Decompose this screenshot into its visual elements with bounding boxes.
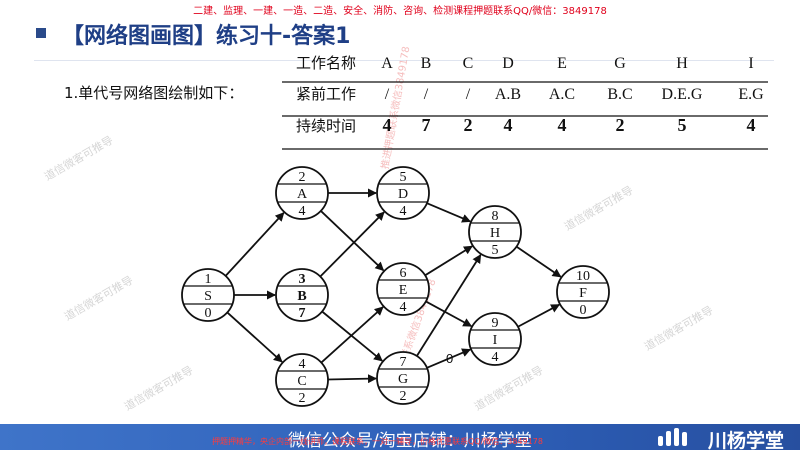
node-number: 8 bbox=[492, 209, 499, 224]
node-name: I bbox=[493, 333, 498, 348]
edge-arrow-n8-n10 bbox=[515, 245, 562, 278]
table-cell: A bbox=[381, 55, 393, 72]
node-duration: 0 bbox=[205, 306, 212, 321]
edge-arrow-n9-n10 bbox=[517, 303, 561, 328]
node-number: 6 bbox=[400, 266, 407, 281]
table-cell: 4 bbox=[558, 115, 567, 135]
table-cell: 2 bbox=[616, 115, 625, 135]
node-name: S bbox=[204, 289, 212, 304]
table-cell: / bbox=[385, 86, 390, 103]
edge-arrow-n2-n6 bbox=[320, 210, 385, 272]
promo-banner: 二建、监理、一建、一造、二造、安全、消防、咨询、检测课程押题联系QQ/微信：38… bbox=[193, 6, 607, 17]
table-cell: / bbox=[466, 86, 471, 103]
node-e: 6E 4 bbox=[376, 262, 430, 316]
node-number: 2 bbox=[299, 170, 306, 185]
node-duration: 4 bbox=[299, 204, 306, 219]
node-number: 3 bbox=[299, 272, 306, 287]
node-number: 1 bbox=[205, 272, 212, 287]
node-a: 2A 4 bbox=[275, 166, 329, 220]
table-cell: I bbox=[748, 55, 753, 72]
node-duration: 0 bbox=[580, 303, 587, 318]
table-cell: B bbox=[421, 55, 432, 72]
node-name: C bbox=[297, 374, 306, 389]
table-cell: 4 bbox=[747, 115, 756, 135]
node-number: 9 bbox=[492, 316, 499, 331]
table-cell: E bbox=[557, 55, 567, 72]
footer-main-text: 微信公众号/淘宝店铺：川杨学堂 bbox=[288, 431, 532, 451]
node-s: 1S 0 bbox=[181, 268, 235, 322]
edge-arrow-n7-n9 bbox=[426, 348, 472, 369]
node-number: 7 bbox=[400, 355, 407, 370]
table-cell: B.C bbox=[607, 86, 632, 103]
node-f: 10F 0 bbox=[556, 265, 610, 319]
node-number: 10 bbox=[576, 269, 590, 284]
table-row-header: 持续时间 bbox=[296, 117, 356, 135]
node-b: 3B 7 bbox=[275, 268, 329, 322]
edge-label-zero: 0 bbox=[446, 351, 453, 366]
node-duration: 4 bbox=[400, 300, 407, 315]
table-cell: E.G bbox=[738, 86, 764, 103]
table-cell: G bbox=[614, 55, 626, 72]
node-name: G bbox=[398, 372, 408, 387]
node-name: E bbox=[399, 283, 408, 298]
node-number: 5 bbox=[400, 170, 407, 185]
node-name: D bbox=[398, 187, 408, 202]
node-g: 7G 2 bbox=[376, 351, 430, 405]
page-title: 【网络图画图】练习十-答案1 bbox=[62, 24, 351, 49]
edge-arrow-n6-n8 bbox=[424, 245, 473, 277]
title-bar: 【网络图画图】练习十-答案1 bbox=[0, 18, 800, 61]
table-cell: 2 bbox=[464, 115, 473, 135]
edge-arrow-n3-n7 bbox=[321, 310, 383, 362]
edge-arrow-n1-n4 bbox=[226, 311, 283, 363]
table-row-header: 工作名称 bbox=[296, 54, 356, 72]
brand-logo-icon bbox=[654, 426, 700, 448]
node-number: 4 bbox=[299, 357, 306, 372]
table-cell: C bbox=[463, 55, 474, 72]
edge-arrow-n4-n7 bbox=[327, 374, 378, 384]
table-cell: D bbox=[502, 55, 514, 72]
edge-arrow-n3-n5 bbox=[319, 211, 385, 278]
edge-arrow-n1-n2 bbox=[224, 212, 285, 277]
node-duration: 2 bbox=[400, 389, 407, 404]
table-cell: D.E.G bbox=[662, 86, 703, 103]
node-duration: 5 bbox=[492, 243, 499, 258]
table-cell: 4 bbox=[383, 115, 392, 135]
edge-arrow-n4-n6 bbox=[320, 306, 384, 364]
edges bbox=[224, 188, 562, 384]
node-duration: 2 bbox=[299, 391, 306, 406]
title-divider bbox=[34, 60, 774, 61]
edge-arrow-n5-n8 bbox=[426, 202, 472, 223]
edge-arrow-n6-n9 bbox=[425, 300, 473, 327]
table-cell: A.C bbox=[549, 86, 575, 103]
table-cell: A.B bbox=[495, 86, 521, 103]
edge-arrow-n7-n8 bbox=[416, 253, 482, 357]
table-cell: H bbox=[676, 55, 688, 72]
node-duration: 4 bbox=[400, 204, 407, 219]
node-name: F bbox=[579, 286, 587, 301]
node-duration: 7 bbox=[299, 306, 306, 321]
table-row-header: 紧前工作 bbox=[296, 85, 356, 103]
node-name: H bbox=[490, 226, 500, 241]
node-name: B bbox=[297, 289, 306, 304]
node-name: A bbox=[297, 187, 308, 202]
footer-promo-text: 押题押精华，央企内部一线讲师，课程联系，一对一辅导，价格优惠联系QQ/微信：38… bbox=[212, 437, 543, 446]
node-c: 4C 2 bbox=[275, 353, 329, 407]
intro-text: 1.单代号网络图绘制如下： bbox=[64, 84, 244, 102]
table-cell: 7 bbox=[422, 115, 431, 135]
node-h: 8H 5 bbox=[468, 205, 522, 259]
table-cell: 5 bbox=[678, 115, 687, 135]
node-i: 9I 4 bbox=[468, 312, 522, 366]
node-d: 5D 4 bbox=[376, 166, 430, 220]
table-cell: / bbox=[424, 86, 429, 103]
node-duration: 4 bbox=[492, 350, 499, 365]
brand-name: 川杨学堂 bbox=[708, 430, 785, 452]
table-cell: 4 bbox=[504, 115, 513, 135]
title-bullet-icon bbox=[36, 28, 46, 38]
